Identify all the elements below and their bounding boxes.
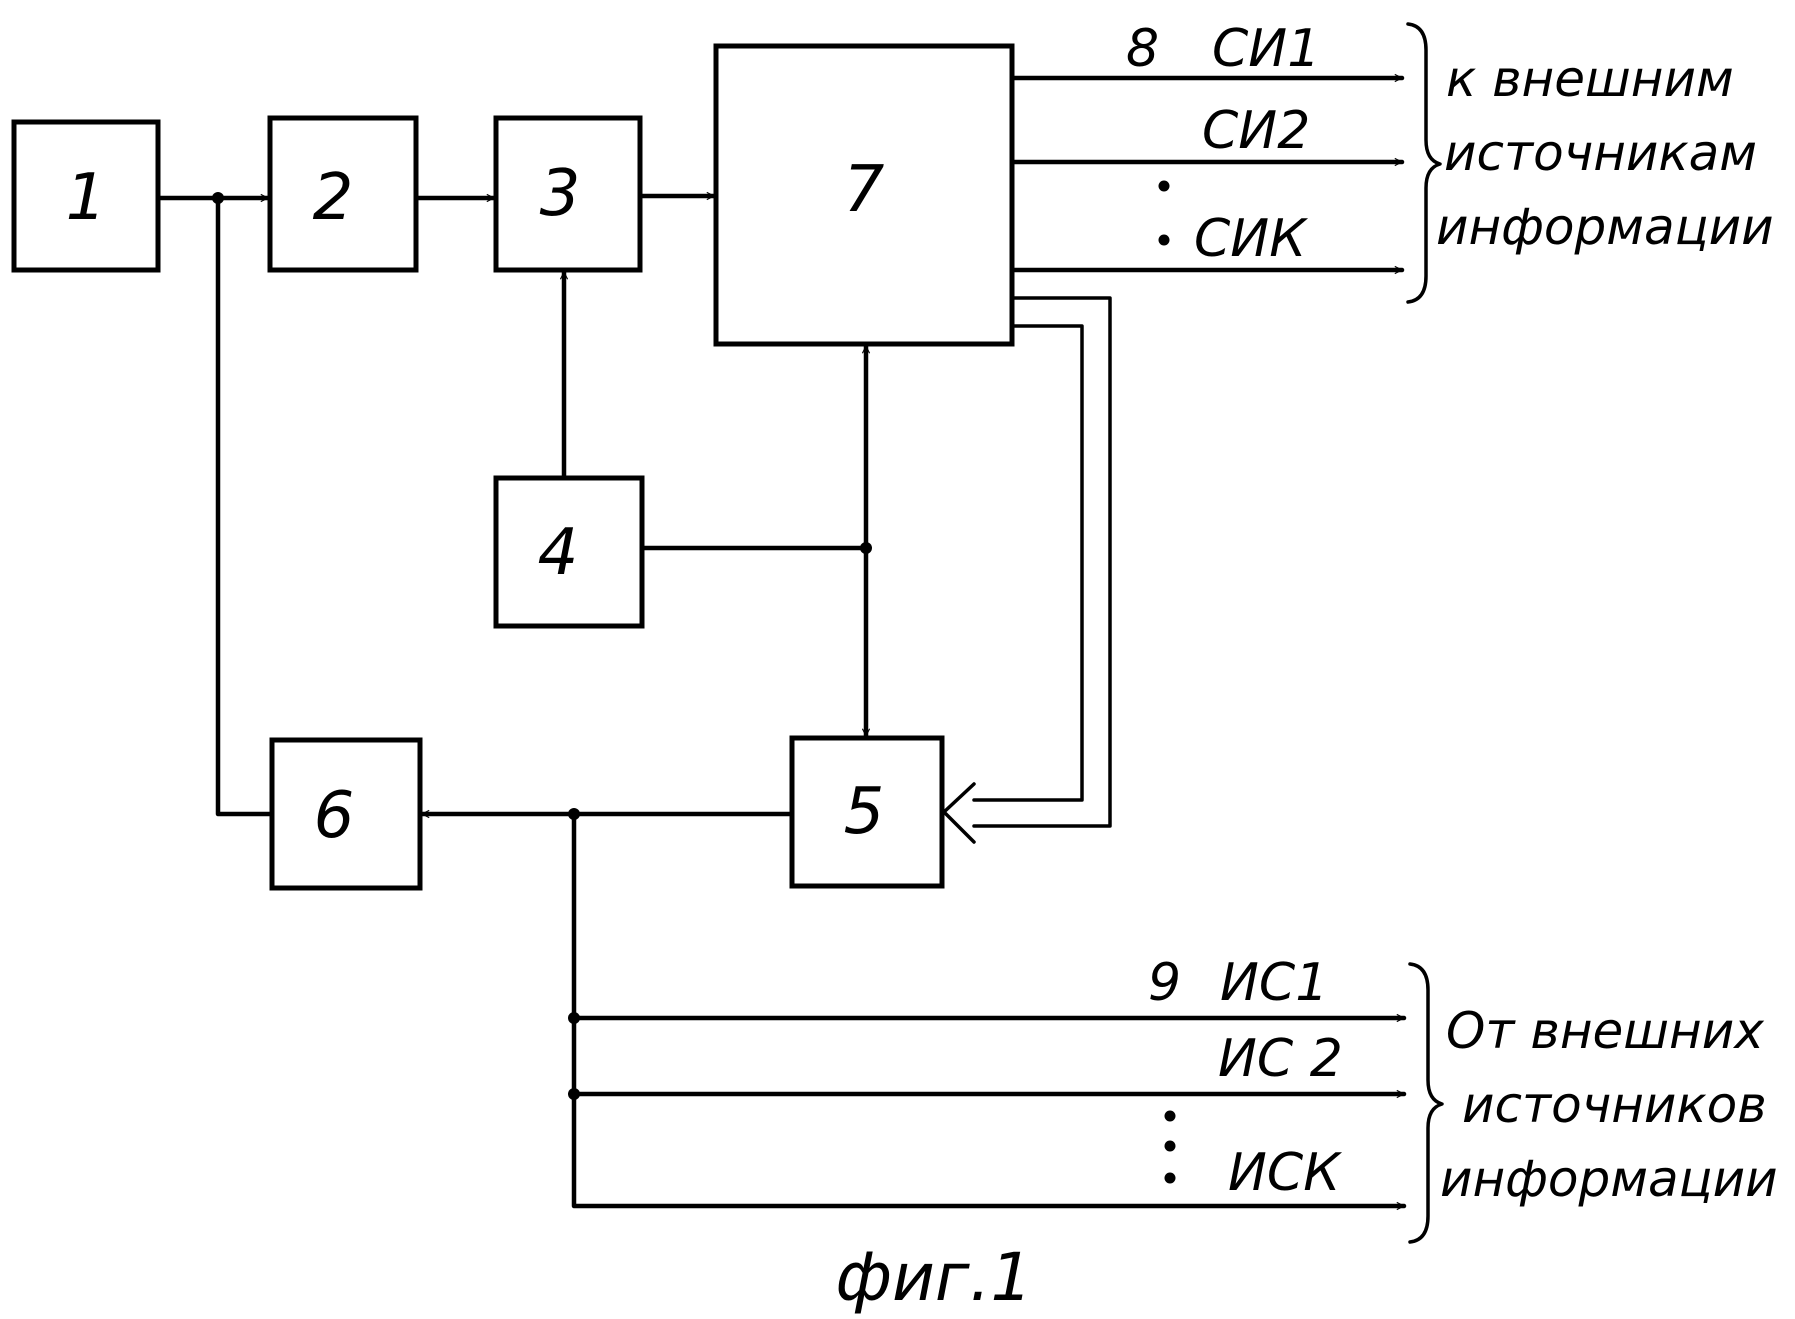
block-7-label: 7 — [844, 153, 885, 227]
ellipsis-dot — [1165, 1173, 1176, 1184]
block-1: 1 — [14, 122, 158, 270]
junction-dot — [212, 192, 224, 204]
output-line-label: СИК — [1194, 209, 1308, 269]
block-2: 2 — [270, 118, 416, 270]
input-note-line: источников — [1462, 1076, 1767, 1134]
output-note-line: к внешним — [1446, 50, 1734, 108]
ellipsis-dot — [1159, 181, 1170, 192]
block-1-label: 1 — [66, 161, 107, 235]
block-6-label: 6 — [314, 779, 355, 853]
bus-arrowhead — [944, 784, 974, 842]
junction-dot — [568, 1088, 580, 1100]
feedback-6-to-2 — [218, 198, 272, 814]
output-note-line: источникам — [1444, 124, 1757, 182]
block-4: 4 — [496, 478, 642, 626]
block-6: 6 — [272, 740, 420, 888]
block-7: 7 — [716, 46, 1012, 344]
junction-dot — [568, 1012, 580, 1024]
input-brace — [1410, 964, 1442, 1242]
block-4-label: 4 — [538, 516, 579, 590]
bus-7-to-5-outer — [974, 298, 1110, 826]
input-line-label: ИС1 — [1220, 953, 1328, 1013]
ellipsis-dot — [1165, 1111, 1176, 1122]
input-note-line: От внешних — [1446, 1002, 1764, 1060]
output-line-label: СИ2 — [1202, 101, 1310, 161]
ellipsis-dot — [1159, 235, 1170, 246]
input-line-label: ИС 2 — [1218, 1029, 1343, 1089]
bus-7-to-5-inner — [974, 326, 1082, 800]
figure-caption: фиг.1 — [836, 1239, 1033, 1316]
output-line-label: СИ1 — [1212, 19, 1320, 79]
output-note-line: информации — [1436, 198, 1774, 256]
block-2-label: 2 — [313, 161, 354, 235]
ellipsis-dot — [1165, 1141, 1176, 1152]
input-note-line: информации — [1440, 1150, 1778, 1208]
block-3: 3 — [496, 118, 640, 270]
output-bus-number: 8 — [1126, 19, 1159, 79]
input-bus-number: 9 — [1148, 953, 1181, 1013]
output-brace — [1408, 24, 1440, 302]
block-5-label: 5 — [844, 775, 885, 849]
block-3-label: 3 — [540, 157, 581, 231]
input-line-label: ИСК — [1228, 1143, 1342, 1203]
block-5: 5 — [792, 738, 942, 886]
